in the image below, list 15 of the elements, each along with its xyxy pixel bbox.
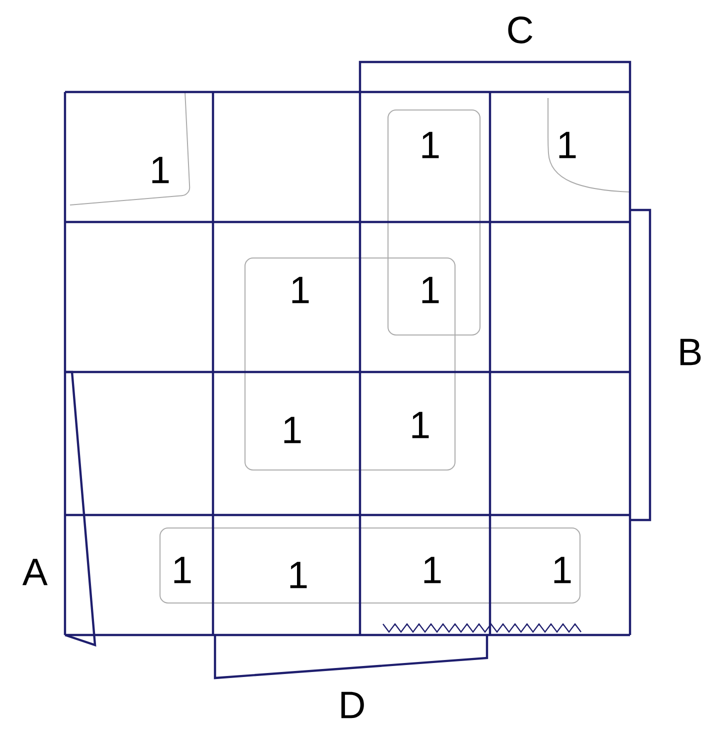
cell-value: 1 [559, 132, 576, 158]
cell-value: 1 [424, 556, 441, 584]
variable-label: A [22, 558, 48, 586]
cell-value: 1 [292, 276, 309, 304]
cell-value: 1 [422, 276, 439, 304]
cell-value: 1 [422, 132, 439, 158]
cell-value: 1 [554, 556, 571, 584]
cell-value: 1 [152, 156, 169, 184]
variable-label: D [341, 692, 364, 718]
cell-value: 1 [284, 416, 301, 444]
cell-value: 1 [290, 562, 307, 588]
variable-label: B [680, 338, 701, 366]
variable-label: C [508, 16, 532, 44]
cell-value: 1 [412, 412, 429, 438]
cell-value: 1 [174, 556, 191, 584]
